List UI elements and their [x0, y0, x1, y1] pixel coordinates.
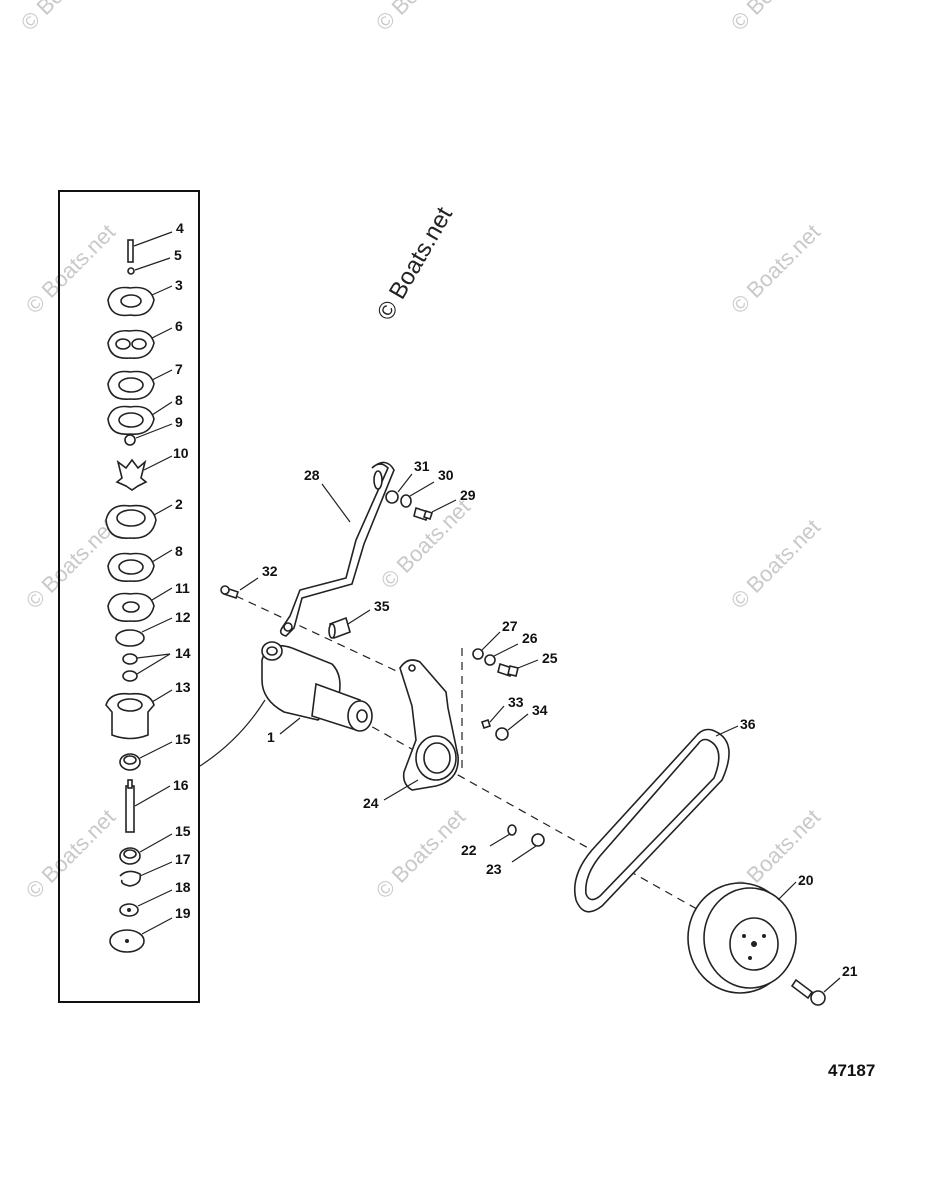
- part-label: 26: [522, 630, 538, 646]
- part-14[interactable]: 14: [122, 645, 191, 682]
- part-29[interactable]: 29: [413, 487, 476, 522]
- part-25[interactable]: 25: [497, 650, 558, 678]
- part-label: 5: [174, 247, 182, 263]
- part-24[interactable]: 24: [363, 659, 459, 811]
- part-label: 27: [502, 618, 518, 634]
- part-label: 6: [175, 318, 183, 334]
- part-11[interactable]: 11: [107, 580, 190, 623]
- part-label: 31: [414, 458, 430, 474]
- part-30[interactable]: 30: [400, 467, 454, 508]
- watermark-text: © Boats.net: [21, 514, 120, 613]
- part-17[interactable]: 17: [119, 851, 191, 887]
- alignment-line: [235, 595, 421, 683]
- watermark-text: © Boats.net: [21, 804, 120, 903]
- watermark-text: © Boats.net: [21, 219, 120, 318]
- part-8b[interactable]: 8: [107, 543, 183, 583]
- part-label: 22: [461, 842, 477, 858]
- part-5[interactable]: 5: [127, 247, 182, 275]
- part-3[interactable]: 3: [107, 277, 183, 317]
- part-label: 1: [267, 729, 275, 745]
- part-label: 12: [175, 609, 191, 625]
- part-label: 25: [542, 650, 558, 666]
- part-23[interactable]: 23: [486, 833, 545, 877]
- part-27[interactable]: 27: [472, 618, 518, 660]
- part-label: 9: [175, 414, 183, 430]
- main-watermark: © Boats.net: [372, 202, 458, 325]
- part-label: 15: [175, 731, 191, 747]
- part-33[interactable]: 33: [480, 694, 524, 730]
- part-1[interactable]: 1: [261, 641, 373, 745]
- part-16[interactable]: 16: [125, 777, 189, 833]
- watermark-text: © Boats.net: [726, 0, 825, 36]
- watermark-text: © Boats.net: [16, 0, 115, 36]
- part-26[interactable]: 26: [484, 630, 538, 666]
- part-label: 28: [304, 467, 320, 483]
- part-label: 24: [363, 795, 379, 811]
- part-label: 35: [374, 598, 390, 614]
- part-7[interactable]: 7: [107, 361, 183, 401]
- part-8a[interactable]: 8: [107, 392, 183, 436]
- part-label: 11: [175, 580, 190, 596]
- part-36[interactable]: 36: [573, 716, 756, 913]
- part-20[interactable]: 20: [687, 872, 814, 994]
- part-19[interactable]: 19: [109, 905, 191, 953]
- watermark-text: © Boats.net: [371, 804, 470, 903]
- part-label: 7: [175, 361, 183, 377]
- part-15b[interactable]: 15: [119, 823, 191, 865]
- watermark-text: © Boats.net: [726, 514, 825, 613]
- part-15a[interactable]: 15: [119, 731, 191, 771]
- part-28[interactable]: 28: [279, 461, 395, 637]
- watermark-text: © Boats.net: [726, 219, 825, 318]
- part-label: 10: [173, 445, 189, 461]
- part-34[interactable]: 34: [495, 702, 548, 741]
- part-label: 20: [798, 872, 814, 888]
- part-32[interactable]: 32: [220, 563, 278, 600]
- part-label: 3: [175, 277, 183, 293]
- part-label: 8: [175, 392, 183, 408]
- part-35[interactable]: 35: [328, 598, 390, 640]
- part-label: 8: [175, 543, 183, 559]
- part-label: 32: [262, 563, 278, 579]
- part-10[interactable]: 10: [115, 445, 189, 491]
- part-label: 18: [175, 879, 191, 895]
- part-label: 15: [175, 823, 191, 839]
- part-31[interactable]: 31: [385, 458, 430, 504]
- part-label: 21: [842, 963, 858, 979]
- exploded-view-frame: [58, 190, 200, 1003]
- part-22[interactable]: 22: [461, 824, 517, 858]
- part-label: 36: [740, 716, 756, 732]
- part-label: 17: [175, 851, 191, 867]
- part-9[interactable]: 9: [124, 414, 183, 446]
- part-label: 30: [438, 467, 454, 483]
- part-21[interactable]: 21: [790, 963, 858, 1006]
- part-label: 13: [175, 679, 191, 695]
- part-label: 23: [486, 861, 502, 877]
- part-label: 14: [175, 645, 191, 661]
- pump-connection-line: [199, 699, 266, 767]
- part-label: 16: [173, 777, 189, 793]
- part-2[interactable]: 2: [105, 496, 183, 539]
- part-6[interactable]: 6: [107, 318, 183, 360]
- part-label: 33: [508, 694, 524, 710]
- part-label: 4: [176, 220, 184, 236]
- part-label: 19: [175, 905, 191, 921]
- watermark-text: © Boats.net: [371, 0, 470, 36]
- watermark-text: © Boats.net: [376, 494, 475, 593]
- part-12[interactable]: 12: [115, 609, 191, 647]
- part-18[interactable]: 18: [119, 879, 191, 917]
- part-label: 34: [532, 702, 548, 718]
- part-13[interactable]: 13: [105, 679, 191, 740]
- part-4[interactable]: 4: [127, 220, 184, 263]
- part-label: 29: [460, 487, 476, 503]
- figure-number: 47187: [828, 1061, 875, 1080]
- part-label: 2: [175, 496, 183, 512]
